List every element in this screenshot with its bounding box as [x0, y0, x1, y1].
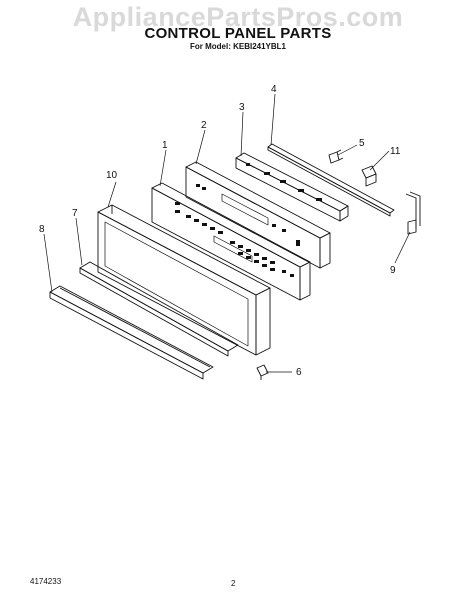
part-5-clip [328, 149, 344, 164]
model-subtitle: For Model: KEBI241YBL1 [189, 42, 286, 51]
page-title: CONTROL PANEL PARTS [144, 25, 332, 42]
part-8-trim-strip [49, 285, 214, 380]
part-4-top-rail [267, 143, 395, 217]
callout-4: 4 [271, 84, 277, 95]
part-6-screw [256, 364, 269, 380]
callout-labels: 1 2 3 4 5 6 7 8 9 10 11 [39, 84, 401, 378]
part-7-lower-strip [79, 261, 239, 357]
callout-11: 11 [390, 146, 401, 157]
callout-1: 1 [162, 140, 168, 151]
callout-9: 9 [390, 265, 396, 276]
callout-6: 6 [296, 367, 302, 378]
part-2-display-board [185, 161, 331, 269]
callout-2: 2 [201, 120, 207, 131]
overlay-keypad [175, 202, 294, 277]
callout-5: 5 [359, 138, 365, 149]
watermark: AppliancePartsPros.com [72, 2, 404, 32]
part-1-overlay-panel [151, 182, 311, 301]
document-number: 4174233 [30, 577, 62, 586]
part-10-panel-frame [97, 204, 271, 356]
callout-7: 7 [72, 208, 78, 219]
callout-leaders [43, 93, 411, 373]
callout-8: 8 [39, 224, 45, 235]
page-number: 2 [231, 579, 236, 588]
part-11-bracket-clip [361, 165, 377, 187]
callout-10: 10 [106, 170, 118, 181]
callout-3: 3 [239, 102, 245, 113]
part-9-side-bracket [405, 191, 421, 235]
